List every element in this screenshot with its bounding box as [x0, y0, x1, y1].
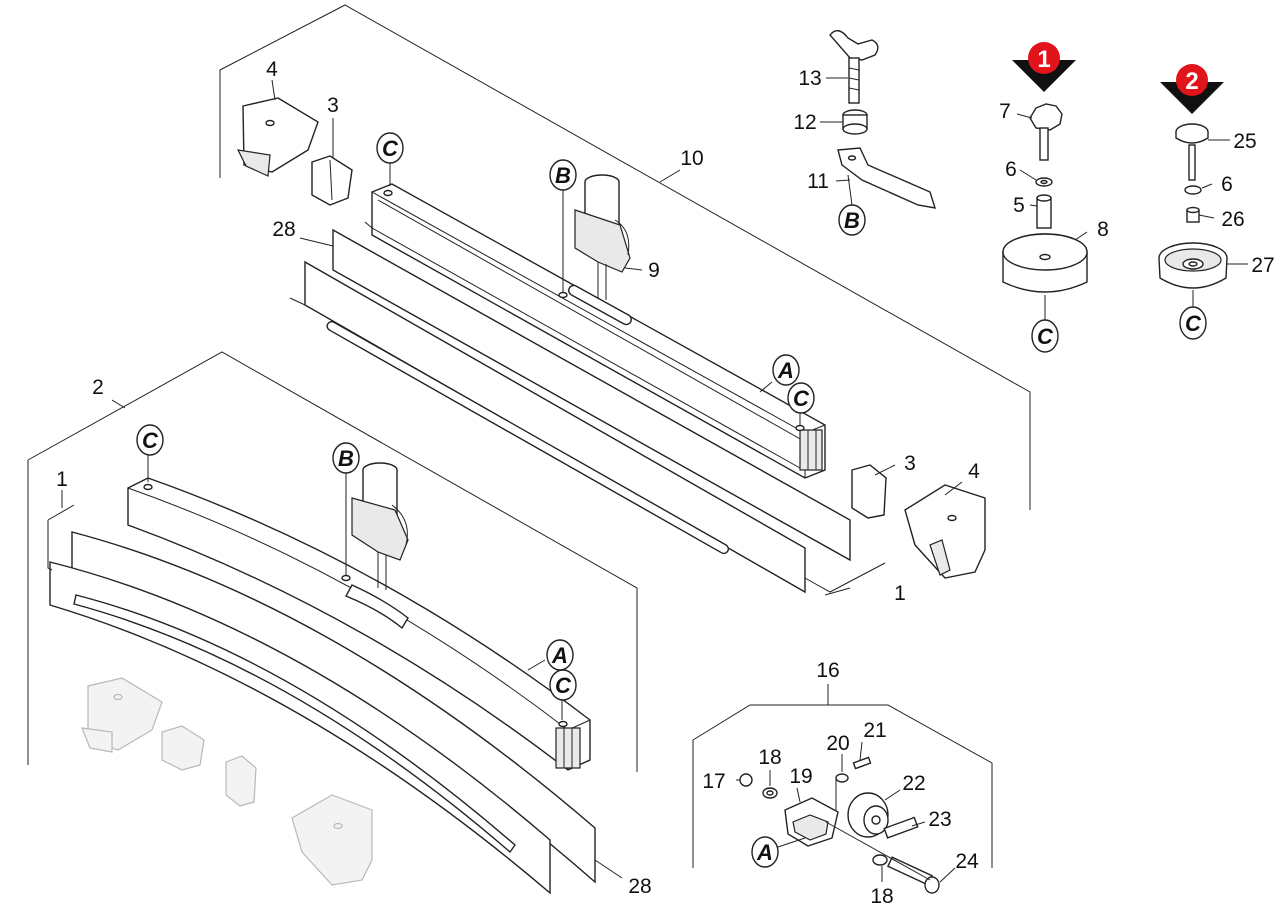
label-5: 5: [1013, 194, 1025, 217]
label-1-upper: 1: [894, 582, 906, 605]
label-19: 19: [789, 765, 812, 788]
lower-curved-plates: [47, 504, 596, 895]
label-10: 10: [680, 147, 703, 170]
variant-badge-1: 1: [1012, 42, 1076, 92]
label-1-lower: 1: [56, 468, 68, 491]
callout-b-upper: B: [549, 159, 577, 191]
label-24: 24: [955, 850, 979, 873]
label-8: 8: [1097, 218, 1109, 241]
label-13: 13: [798, 67, 821, 90]
svg-text:C: C: [793, 386, 810, 411]
label-18-top: 18: [758, 746, 781, 769]
svg-text:C: C: [382, 136, 399, 161]
variant-1-assembly: [1002, 103, 1088, 318]
svg-text:C: C: [555, 673, 572, 698]
part-number-labels: 4 3 28 10 9 3 4 1 13 12 11 7 6 5 8 25 6 …: [56, 58, 1275, 908]
svg-text:2: 2: [1185, 68, 1198, 95]
callout-a-roller: A: [751, 836, 779, 868]
group-2-outline: [27, 351, 638, 772]
svg-text:C: C: [142, 428, 159, 453]
label-9: 9: [648, 259, 660, 282]
group-10-outline: [219, 4, 1031, 510]
svg-text:B: B: [555, 163, 571, 188]
upper-rail-assembly: [364, 183, 826, 479]
label-4-right: 4: [968, 460, 980, 483]
upper-plates: [289, 228, 886, 596]
upper-end-cap-right: [851, 464, 986, 579]
callout-a-lower: A: [546, 639, 574, 671]
label-25: 25: [1233, 130, 1256, 153]
variant-badge-2: 2: [1160, 64, 1224, 114]
svg-text:A: A: [777, 358, 794, 383]
callout-c-upper-right: C: [787, 382, 815, 414]
label-28-lower: 28: [628, 875, 651, 898]
leader-lines: [61, 77, 1248, 883]
label-12: 12: [793, 111, 816, 134]
callout-c-variant-1: C: [1031, 319, 1059, 353]
callout-a-upper: A: [772, 354, 800, 386]
lower-ghost-parts: [81, 677, 373, 886]
svg-text:A: A: [756, 840, 773, 865]
svg-text:C: C: [1037, 324, 1054, 349]
group-16-outline: [692, 684, 993, 868]
label-18-bottom: 18: [870, 885, 893, 908]
roller-assembly: [739, 756, 940, 894]
svg-text:B: B: [338, 446, 354, 471]
variant-2-assembly: [1158, 123, 1228, 308]
label-21: 21: [863, 719, 886, 742]
callout-c-lower-left: C: [136, 424, 164, 456]
label-26: 26: [1221, 208, 1244, 231]
label-16: 16: [816, 659, 839, 682]
label-28-upper: 28: [272, 218, 295, 241]
label-7: 7: [999, 100, 1011, 123]
label-2: 2: [92, 376, 104, 399]
lower-handle-bracket: [351, 462, 409, 590]
label-27: 27: [1251, 254, 1274, 277]
svg-text:B: B: [844, 208, 860, 233]
callout-b-lower: B: [332, 442, 360, 474]
wing-bolt-assembly: [829, 30, 937, 209]
svg-text:C: C: [1185, 311, 1202, 336]
label-20: 20: [826, 732, 849, 755]
label-23: 23: [928, 808, 951, 831]
label-6-v1: 6: [1005, 158, 1017, 181]
svg-text:1: 1: [1037, 46, 1050, 73]
callout-c-lower-right: C: [549, 669, 577, 701]
upper-handle-bracket: [574, 174, 631, 300]
label-6-v2: 6: [1221, 173, 1233, 196]
label-11: 11: [807, 170, 829, 193]
label-22: 22: [902, 772, 925, 795]
svg-text:A: A: [551, 643, 568, 668]
upper-end-cap-left: [236, 97, 353, 206]
callout-c-variant-2: C: [1179, 306, 1207, 340]
callout-c-upper-left: C: [376, 132, 404, 164]
label-4-upper: 4: [266, 58, 278, 81]
lower-curved-rail: [127, 477, 591, 771]
callout-b-bracket: B: [838, 204, 866, 236]
label-3-upper: 3: [327, 94, 339, 117]
label-3-right: 3: [904, 452, 916, 475]
label-17: 17: [702, 770, 725, 793]
